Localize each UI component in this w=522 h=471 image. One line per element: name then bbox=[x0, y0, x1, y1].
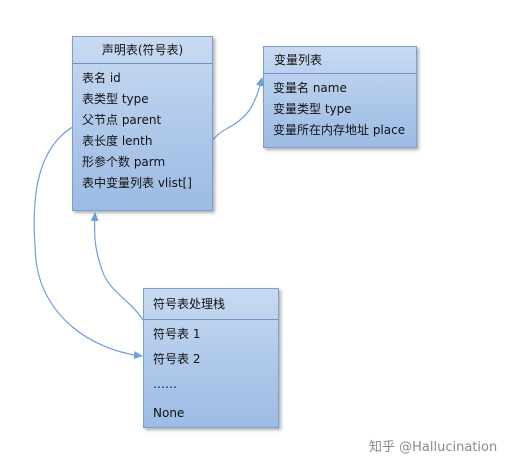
symbol-stack-box: 符号表处理栈 符号表 1 符号表 2 …… None bbox=[143, 288, 279, 428]
stack-item-2: 符号表 2 bbox=[153, 352, 201, 366]
stack-item-1: 符号表 1 bbox=[153, 327, 201, 341]
field-place: 变量所在内存地址 place bbox=[273, 123, 406, 137]
field-lenth: 表长度 lenth bbox=[82, 134, 153, 148]
field-var-type: 变量类型 type bbox=[273, 102, 352, 116]
watermark: 知乎 @Hallucination bbox=[369, 440, 498, 455]
variable-list-fields: 变量名 name 变量类型 type 变量所在内存地址 place bbox=[264, 74, 416, 141]
arrow-parent-to-stack-item bbox=[33, 124, 143, 360]
declaration-table-title: 声明表(符号表) bbox=[73, 37, 212, 64]
field-id: 表名 id bbox=[82, 71, 121, 85]
field-parm: 形参个数 parm bbox=[82, 155, 166, 169]
declaration-table-box: 声明表(符号表) 表名 id 表类型 type 父节点 parent 表长度 l… bbox=[72, 36, 213, 211]
stack-item-ellipsis: …… bbox=[153, 377, 177, 391]
field-type: 表类型 type bbox=[82, 92, 149, 106]
symbol-stack-title: 符号表处理栈 bbox=[144, 289, 278, 320]
arrow-stack-item-to-declaration bbox=[90, 212, 151, 333]
variable-list-box: 变量列表 变量名 name 变量类型 type 变量所在内存地址 place bbox=[263, 46, 417, 148]
declaration-table-fields: 表名 id 表类型 type 父节点 parent 表长度 lenth 形参个数… bbox=[73, 64, 212, 194]
symbol-stack-items: 符号表 1 符号表 2 …… None bbox=[144, 320, 278, 426]
field-parent: 父节点 parent bbox=[82, 113, 162, 127]
field-name: 变量名 name bbox=[273, 81, 347, 95]
variable-list-title: 变量列表 bbox=[264, 47, 416, 74]
stack-item-none: None bbox=[153, 406, 185, 420]
field-vlist: 表中变量列表 vlist[] bbox=[82, 176, 192, 190]
